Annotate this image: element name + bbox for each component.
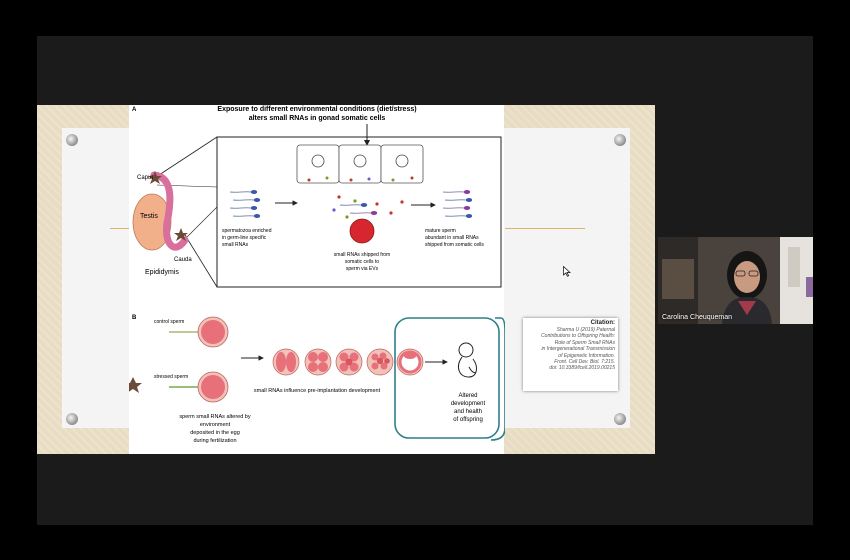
offspring-text-1: Altered xyxy=(458,393,477,399)
citation-line: Contributions to Offspring Health: xyxy=(541,333,615,340)
citation-line: Front. Cell Dev. Biol. 7:215. xyxy=(554,359,615,366)
shipped-text-3: sperm via EVs xyxy=(346,266,379,272)
slide-divider-right xyxy=(505,228,585,229)
altered-text-2: environment xyxy=(200,422,231,428)
participant-name-label: Carolina Cheuqueman xyxy=(662,314,733,321)
participant-video-tile[interactable]: Carolina Cheuqueman xyxy=(658,237,813,324)
embryo-stages xyxy=(272,348,424,376)
extracellular-vesicles xyxy=(332,195,404,219)
citation-line: doi: 10.3389/fcell.2019.00215 xyxy=(549,365,615,372)
fetus-icon xyxy=(458,342,477,378)
testis-label: Testis xyxy=(140,213,158,220)
cauda-label: Cauda xyxy=(174,257,192,263)
control-egg xyxy=(169,316,229,348)
zoom-box xyxy=(216,136,502,288)
altered-text-3: deposited in the egg xyxy=(190,430,240,436)
control-sperm-label: control sperm xyxy=(154,319,184,325)
offspring-text-3: and health xyxy=(454,409,482,415)
screw-bottom-right-icon xyxy=(614,413,626,425)
slide-divider-left xyxy=(110,228,130,229)
stressed-egg xyxy=(169,371,229,403)
shipped-text-2: somatic cells to xyxy=(345,259,379,265)
somatic-cells xyxy=(296,144,424,184)
star-caput-icon xyxy=(148,171,162,184)
screw-top-left-icon xyxy=(66,134,78,146)
sperm-group-right xyxy=(442,189,473,219)
altered-text-4: during fertilization xyxy=(193,438,236,444)
mature-text-1: mature sperm xyxy=(425,228,456,234)
spermatozoa-text-1: spermatozoa enriched xyxy=(222,228,272,234)
sperm-group-left xyxy=(229,189,261,219)
participant-video-feed xyxy=(658,237,813,324)
offspring-box-extension xyxy=(490,317,505,441)
epididymis-label: Epididymis xyxy=(145,269,179,276)
testis-shape xyxy=(132,193,172,251)
star-cauda-icon xyxy=(174,228,188,241)
stressed-sperm-label: stressed sperm xyxy=(154,374,188,380)
panel-b-label: B xyxy=(132,315,137,321)
offspring-text-4: of offspring xyxy=(453,417,483,423)
figure-image: A Exposure to different environmental co… xyxy=(124,105,504,454)
figure-title-line1: Exposure to different environmental cond… xyxy=(217,106,416,113)
panel-a-label: A xyxy=(132,107,137,113)
citation-line: in Intergenerational Transmission xyxy=(541,346,615,353)
offspring-highlight-box xyxy=(394,317,500,439)
red-vesicle xyxy=(349,218,375,244)
mature-text-2: abundant in small RNAs xyxy=(425,235,479,241)
citation-body: Sharma U (2019) Paternal Contributions t… xyxy=(526,327,615,372)
citation-line: Role of Sperm Small RNAs xyxy=(554,339,615,346)
mouse-cursor-icon xyxy=(563,266,571,277)
figure-diagram: A Exposure to different environmental co… xyxy=(124,106,502,444)
mature-text-3: shipped from somatic cells xyxy=(425,242,484,248)
shipped-text-1: small RNAs shipped from xyxy=(334,252,390,258)
spermatozoa-text-3: small RNAs xyxy=(222,242,249,248)
figure-title-line2: alters small RNAs in gonad somatic cells xyxy=(249,115,386,122)
offspring-text-2: development xyxy=(451,401,486,407)
citation-box: Citation: Sharma U (2019) Paternal Contr… xyxy=(523,318,618,391)
star-stressed-icon xyxy=(124,377,142,393)
altered-text-1: sperm small RNAs altered by xyxy=(179,414,250,420)
citation-title: Citation: xyxy=(590,320,615,326)
screw-bottom-left-icon xyxy=(66,413,78,425)
spermatozoa-text-2: in germ-line specific xyxy=(222,235,267,241)
citation-line: Sharma U (2019) Paternal xyxy=(556,327,615,333)
caput-label: Caput xyxy=(137,175,153,181)
screw-top-right-icon xyxy=(614,134,626,146)
citation-line: of Epigenetic Information. xyxy=(558,352,615,359)
epididymis-shape xyxy=(150,171,189,251)
influence-text: small RNAs influence pre-implantation de… xyxy=(254,388,381,394)
